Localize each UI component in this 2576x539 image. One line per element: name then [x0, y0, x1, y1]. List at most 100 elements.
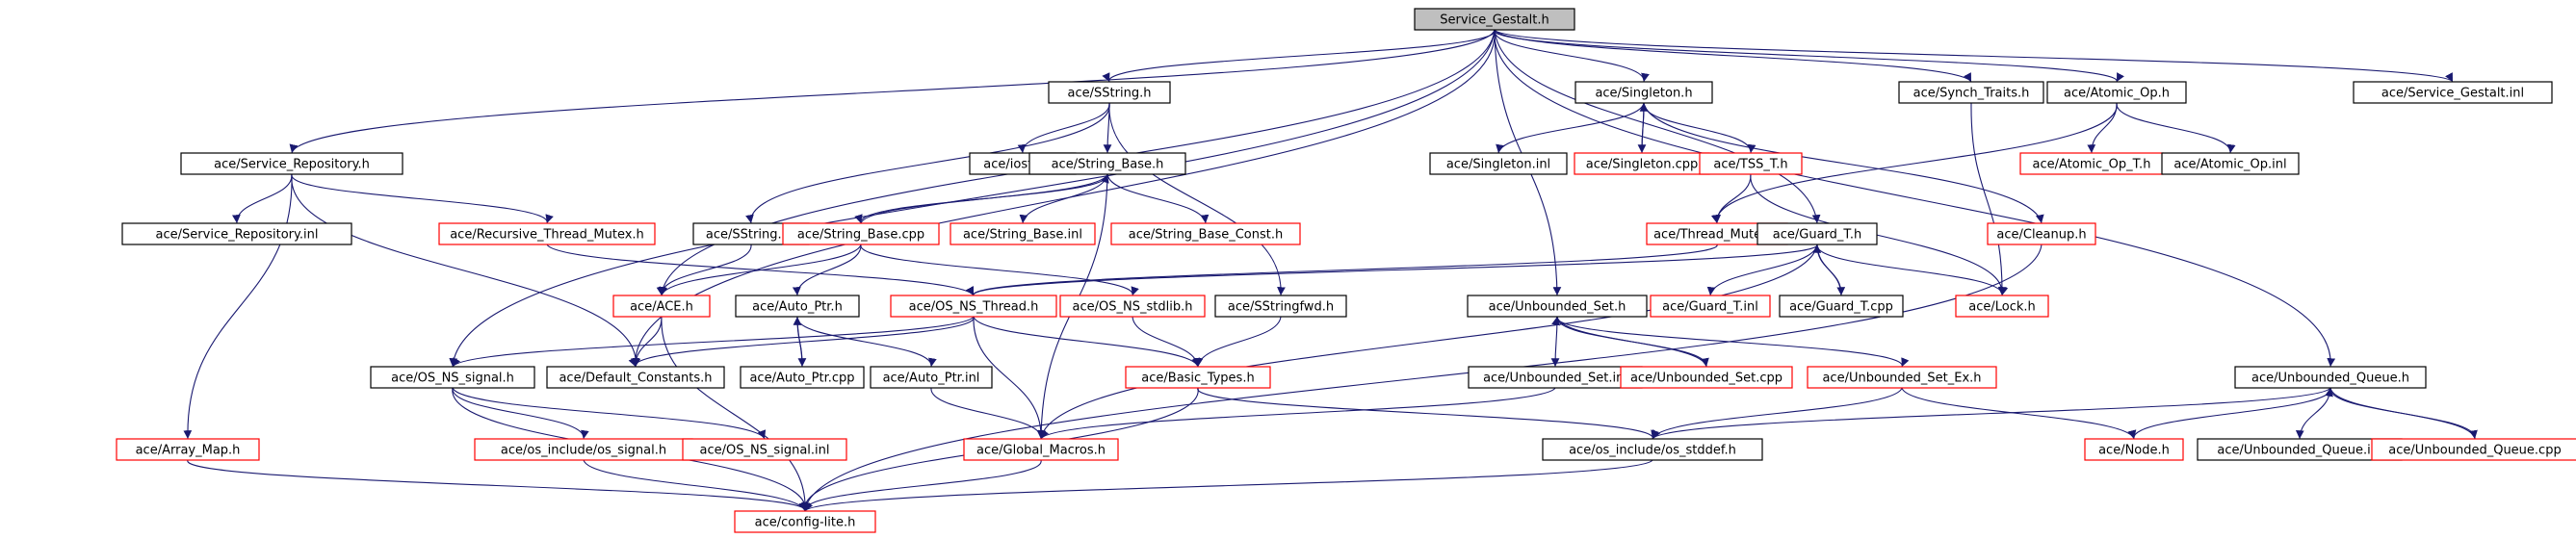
node-sstring-inl[interactable]: ace/SString.inl: [692, 222, 810, 245]
node-cleanup[interactable]: ace/Cleanup.h: [1987, 222, 2096, 245]
edge-atomic_op_h-to-thread_mutex: [1711, 102, 2118, 224]
node-guard-t-h[interactable]: ace/Guard_T.h: [1756, 222, 1878, 245]
node-os-ns-thread[interactable]: ace/OS_NS_Thread.h: [890, 295, 1057, 318]
node-label: ace/Auto_Ptr.cpp: [749, 372, 854, 386]
node-label: ace/Node.h: [2098, 444, 2170, 458]
node-unbounded-set-inl[interactable]: ace/Unbounded_Set.inl: [1468, 366, 1643, 389]
edge-synch_traits-to-lock_h: [1970, 102, 2007, 296]
node-label: ace/Cleanup.h: [1996, 228, 2086, 243]
node-unbounded-set-ex[interactable]: ace/Unbounded_Set_Ex.h: [1807, 366, 1997, 389]
edge-sstring_h-to-iosfwd: [1017, 102, 1110, 154]
node-singleton-inl[interactable]: ace/Singleton.inl: [1429, 152, 1568, 175]
node-config-lite[interactable]: ace/config-lite.h: [734, 510, 876, 533]
node-unbounded-queue-cpp[interactable]: ace/Unbounded_Queue.cpp: [2371, 438, 2576, 461]
node-os-ns-stdlib[interactable]: ace/OS_NS_stdlib.h: [1059, 295, 1206, 318]
node-label: ace/SString.inl: [706, 228, 796, 243]
node-tss-t[interactable]: ace/TSS_T.h: [1699, 152, 1803, 175]
node-lock-h[interactable]: ace/Lock.h: [1955, 295, 2049, 318]
node-sstringfwd[interactable]: ace/SStringfwd.h: [1214, 295, 1347, 318]
node-label: ace/Recursive_Thread_Mutex.h: [450, 228, 644, 243]
edge-svc_repo_h-to-default_consts: [291, 173, 641, 368]
node-os-signal[interactable]: ace/os_include/os_signal.h: [474, 438, 693, 461]
node-label: ace/OS_NS_Thread.h: [909, 300, 1039, 315]
node-label: ace/String_Base_Const.h: [1129, 228, 1283, 243]
node-label: ace/Atomic_Op.h: [2064, 87, 2170, 101]
edge-global_macros-to-config_lite: [798, 459, 1042, 512]
node-label: ace/Singleton.cpp: [1586, 158, 1699, 172]
edge-unbounded_queue_cpp-to-unbounded_queue_h: [2325, 387, 2476, 440]
node-default-consts[interactable]: ace/Default_Constants.h: [546, 366, 725, 389]
node-auto-ptr-inl[interactable]: ace/Auto_Ptr.inl: [870, 366, 993, 389]
node-atomic-op-h[interactable]: ace/Atomic_Op.h: [2046, 81, 2187, 104]
edge-singleton_cpp-to-singleton_h: [1639, 102, 1649, 154]
node-label: ace/Unbounded_Set.cpp: [1630, 372, 1782, 386]
edge-basic_types-to-os_stddef: [1197, 387, 1660, 440]
edge-array_map-to-config_lite: [187, 459, 813, 512]
edge-ace_h-to-config_lite: [661, 316, 810, 512]
node-auto-ptr-cpp[interactable]: ace/Auto_Ptr.cpp: [740, 366, 865, 389]
node-os-stddef[interactable]: ace/os_include/os_stddef.h: [1542, 438, 1763, 461]
edges-layer: [183, 29, 2478, 512]
edge-svc_repo_h-to-rec_mutex: [291, 173, 554, 224]
node-auto-ptr-h[interactable]: ace/Auto_Ptr.h: [735, 295, 860, 318]
node-label: ace/TSS_T.h: [1713, 158, 1787, 172]
node-label: ace/Singleton.inl: [1446, 158, 1550, 172]
edge-rec_mutex-to-os_ns_thread: [546, 244, 975, 296]
node-label: ace/Singleton.h: [1595, 87, 1692, 101]
node-string-base-cpp[interactable]: ace/String_Base.cpp: [782, 222, 940, 245]
edge-os_stddef-to-config_lite: [804, 459, 1653, 512]
node-string-base-const[interactable]: ace/String_Base_Const.h: [1110, 222, 1301, 245]
node-label: ace/Thread_Mutex.h: [1653, 228, 1781, 243]
node-svc-repo-inl[interactable]: ace/Service_Repository.inl: [121, 222, 352, 245]
node-synch-traits[interactable]: ace/Synch_Traits.h: [1898, 81, 2044, 104]
node-atomic-op-inl[interactable]: ace/Atomic_Op.inl: [2161, 152, 2300, 175]
node-ace-h[interactable]: ace/ACE.h: [612, 295, 711, 318]
node-unbounded-set-h[interactable]: ace/Unbounded_Set.h: [1467, 295, 1648, 318]
node-label: ace/String_Base.cpp: [797, 228, 924, 243]
node-string-base-inl[interactable]: ace/String_Base.inl: [950, 222, 1096, 245]
edge-unbounded_set_ex-to-os_stddef: [1651, 387, 1903, 440]
edge-os_ns_thread-to-global_macros: [973, 316, 1046, 440]
edge-os_signal-to-config_lite: [583, 459, 807, 512]
node-singleton-h[interactable]: ace/Singleton.h: [1574, 81, 1713, 104]
edge-string_base_cpp-to-os_ns_stdlib: [860, 244, 1139, 296]
node-atomic-op-t[interactable]: ace/Atomic_Op_T.h: [2019, 152, 2164, 175]
edge-guard_t_h-to-global_macros: [1037, 244, 1818, 440]
edge-unbounded_set_cpp-to-unbounded_set_h: [1551, 316, 1707, 368]
node-singleton-cpp[interactable]: ace/Singleton.cpp: [1574, 152, 1710, 175]
edge-unbounded_set_h-to-unbounded_set_inl: [1550, 316, 1560, 368]
edge-svc_repo_h-to-array_map: [183, 173, 293, 440]
node-unbounded-set-cpp[interactable]: ace/Unbounded_Set.cpp: [1620, 366, 1793, 389]
node-sstring-h[interactable]: ace/SString.h: [1048, 81, 1171, 104]
node-os-ns-signal[interactable]: ace/OS_NS_signal.h: [370, 366, 535, 389]
edge-guard_t_h-to-guard_t_inl: [1706, 244, 1818, 296]
edge-string_base_h-to-string_base_inl: [1019, 173, 1108, 224]
edge-string_base_cpp-to-string_base_h: [860, 173, 1109, 224]
node-rec-mutex[interactable]: ace/Recursive_Thread_Mutex.h: [438, 222, 656, 245]
node-guard-t-inl[interactable]: ace/Guard_T.inl: [1650, 295, 1771, 318]
node-unbounded-queue-inl[interactable]: ace/Unbounded_Queue.inl: [2197, 438, 2403, 461]
edge-sstring_inl-to-ace_h: [656, 244, 752, 296]
edge-string_base_h-to-string_base_const: [1106, 173, 1210, 224]
node-svc-repo-h[interactable]: ace/Service_Repository.h: [180, 152, 403, 175]
node-os-ns-signal-inl[interactable]: ace/OS_NS_signal.inl: [682, 438, 847, 461]
node-guard-t-cpp[interactable]: ace/Guard_T.cpp: [1779, 295, 1904, 318]
node-node-h[interactable]: ace/Node.h: [2084, 438, 2184, 461]
node-global-macros[interactable]: ace/Global_Macros.h: [963, 438, 1119, 461]
node-sg-inl[interactable]: ace/Service_Gestalt.inl: [2353, 81, 2553, 104]
edge-auto_ptr_h-to-auto_ptr_inl: [796, 316, 937, 368]
node-array-map[interactable]: ace/Array_Map.h: [116, 438, 260, 461]
node-label: ace/Lock.h: [1968, 300, 2036, 315]
node-label: ace/Basic_Types.h: [1141, 372, 1254, 386]
node-label: ace/Auto_Ptr.h: [752, 300, 843, 315]
node-label: ace/Default_Constants.h: [559, 372, 712, 386]
node-string-base-h[interactable]: ace/String_Base.h: [1028, 152, 1186, 175]
node-label: Service_Gestalt.h: [1440, 13, 1549, 28]
node-root[interactable]: Service_Gestalt.h: [1414, 8, 1575, 31]
edge-ace_h-to-default_consts: [631, 316, 663, 368]
node-label: ace/ACE.h: [630, 300, 693, 315]
node-unbounded-queue-h[interactable]: ace/Unbounded_Queue.h: [2234, 366, 2427, 389]
node-label: ace/Service_Repository.h: [214, 158, 370, 172]
node-basic-types[interactable]: ace/Basic_Types.h: [1125, 366, 1271, 389]
